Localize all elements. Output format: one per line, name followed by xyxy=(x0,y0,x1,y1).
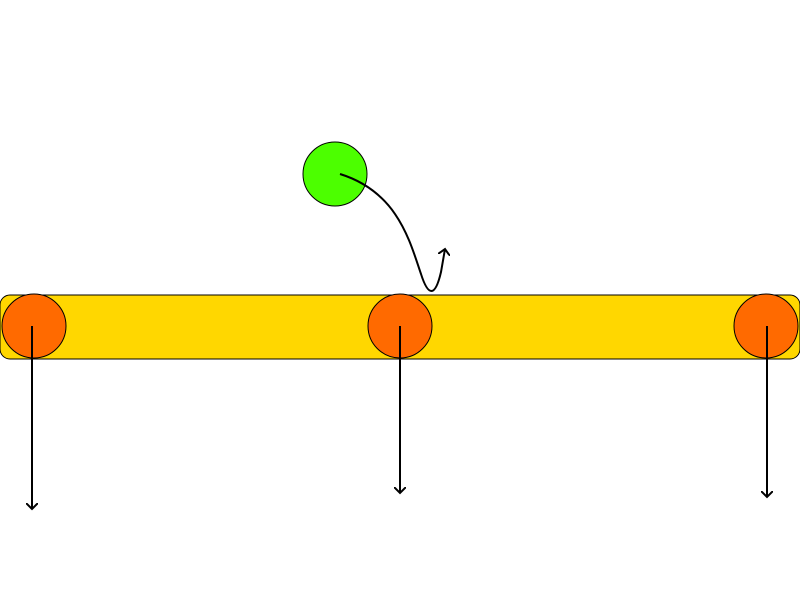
green-ball xyxy=(302,141,368,207)
curved-arrow-icon xyxy=(339,173,445,292)
node-left xyxy=(1,293,67,359)
